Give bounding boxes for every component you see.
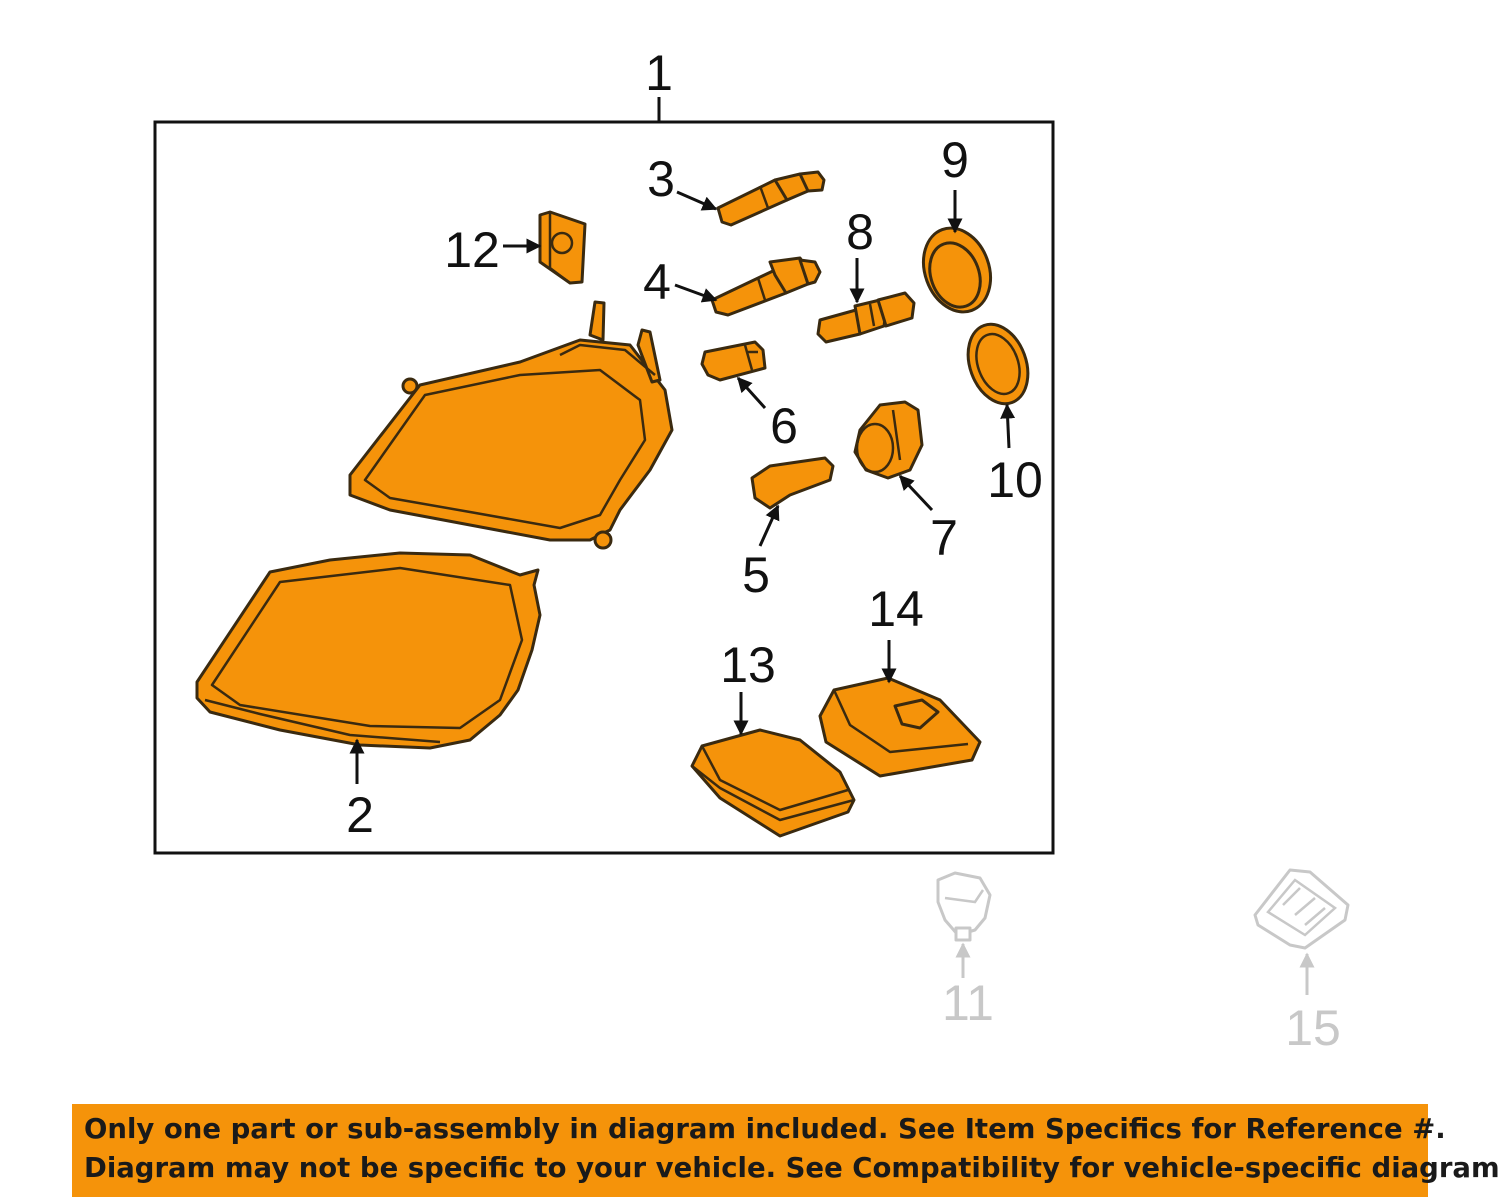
callout-14: 14	[868, 581, 924, 637]
bulb-part-4	[710, 256, 822, 317]
callout-4: 4	[643, 254, 671, 310]
callout-13: 13	[720, 637, 776, 693]
callout-12: 12	[444, 222, 500, 278]
callout-9: 9	[941, 132, 969, 188]
headlamp-lens	[195, 551, 542, 750]
leader-7	[898, 474, 934, 512]
disclaimer-banner: Only one part or sub-assembly in diagram…	[72, 1104, 1500, 1197]
callout-5: 5	[742, 547, 770, 603]
callout-11: 11	[942, 975, 994, 1031]
callout-3: 3	[647, 151, 675, 207]
callout-10: 10	[987, 452, 1043, 508]
callout-2: 2	[346, 787, 374, 843]
leader-10	[1000, 403, 1016, 449]
assembly-frame	[153, 120, 1055, 855]
callout-6: 6	[770, 398, 798, 454]
leader-4	[674, 283, 718, 303]
callout-1: 1	[645, 45, 673, 101]
callout-15: 15	[1285, 1000, 1341, 1056]
excluded-part-11	[936, 871, 992, 942]
module-part-12	[538, 210, 587, 285]
socket-part-8	[816, 291, 916, 344]
seal-part-9	[922, 226, 992, 314]
control-unit-part-13	[690, 728, 856, 838]
callout-8: 8	[846, 204, 874, 260]
cap-part-10	[966, 322, 1030, 406]
disclaimer-line-2: Diagram may not be specific to your vehi…	[84, 1152, 1500, 1184]
disclaimer-line-1: Only one part or sub-assembly in diagram…	[84, 1113, 1446, 1145]
bulb-part-5	[750, 456, 835, 510]
callout-7: 7	[930, 510, 958, 566]
bulb-part-3	[716, 170, 826, 227]
bulb-part-6	[700, 340, 767, 382]
headlamp-housing	[348, 300, 674, 550]
socket-part-7	[853, 400, 924, 480]
leader-6	[736, 376, 767, 410]
ballast-part-14	[818, 676, 982, 778]
leader-5	[758, 504, 780, 547]
leader-3	[676, 190, 718, 211]
excluded-part-15	[1253, 868, 1350, 950]
